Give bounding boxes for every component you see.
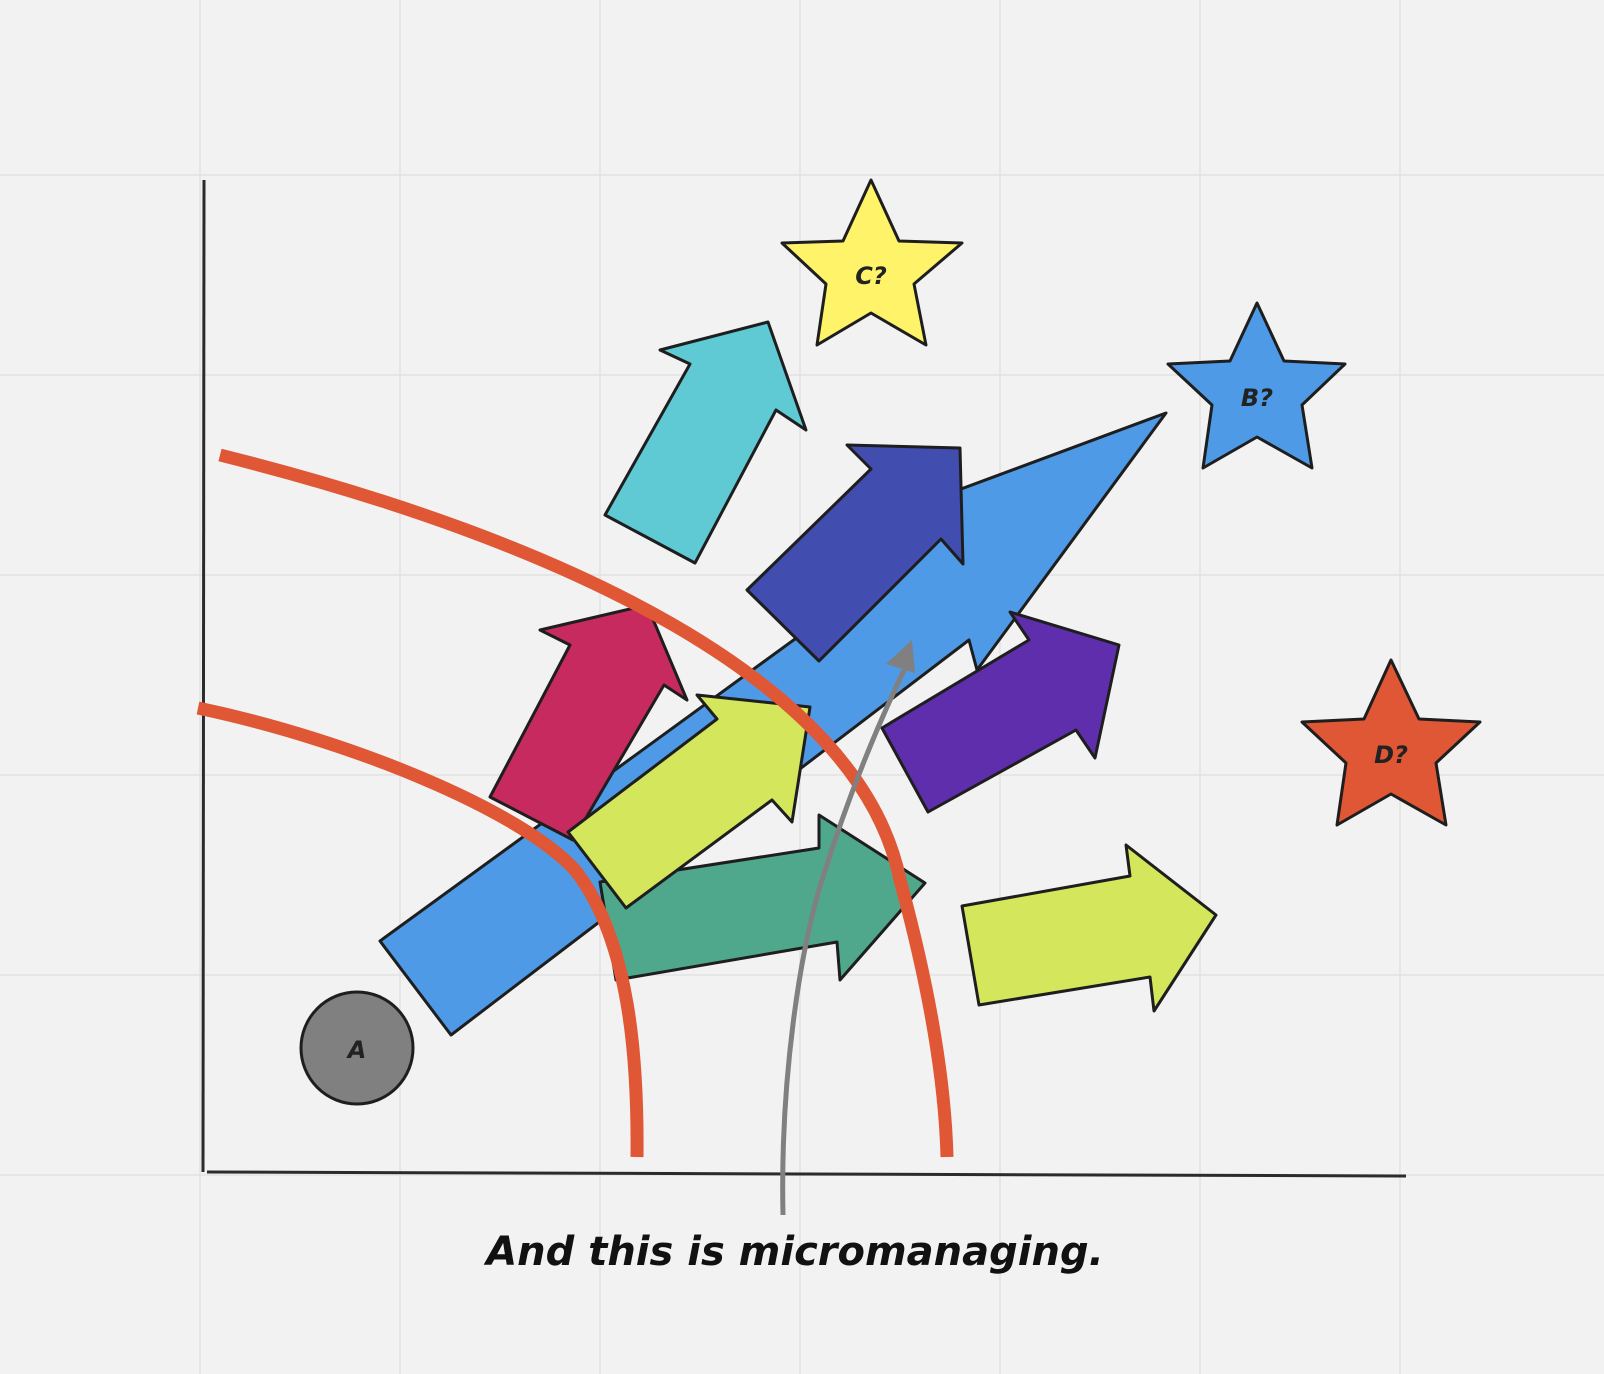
- star-d-shape: [1300, 658, 1482, 827]
- teal-arrow[interactable]: [598, 813, 927, 982]
- node-a-label: A: [346, 1036, 367, 1064]
- node-d[interactable]: D?: [1300, 658, 1482, 827]
- node-b[interactable]: B?: [1166, 301, 1347, 470]
- purple-arrow[interactable]: [880, 610, 1121, 814]
- star-c-shape: [780, 178, 964, 347]
- star-b-shape: [1166, 301, 1347, 470]
- lime-right-arrow[interactable]: [960, 843, 1218, 1013]
- crimson-arrow[interactable]: [488, 603, 689, 842]
- inner-boundary-curve: [196, 701, 644, 1158]
- node-c[interactable]: C?: [780, 178, 964, 347]
- node-d-label: D?: [1374, 741, 1408, 769]
- node-a-circle: [299, 990, 415, 1106]
- node-c-label: C?: [855, 262, 887, 290]
- y-axis: [201, 179, 206, 1173]
- pointer-arrow-head: [886, 640, 915, 673]
- pointer-arrow-line: [780, 664, 909, 1216]
- lime-upper-arrow[interactable]: [566, 693, 812, 910]
- node-a[interactable]: A: [299, 990, 415, 1106]
- navy-arrow[interactable]: [745, 443, 965, 663]
- caption-text: And this is micromanaging.: [483, 1229, 1104, 1275]
- node-b-label: B?: [1241, 384, 1273, 412]
- outer-boundary-curve: [218, 448, 954, 1158]
- x-axis: [206, 1170, 1407, 1178]
- cyan-arrow[interactable]: [603, 320, 808, 565]
